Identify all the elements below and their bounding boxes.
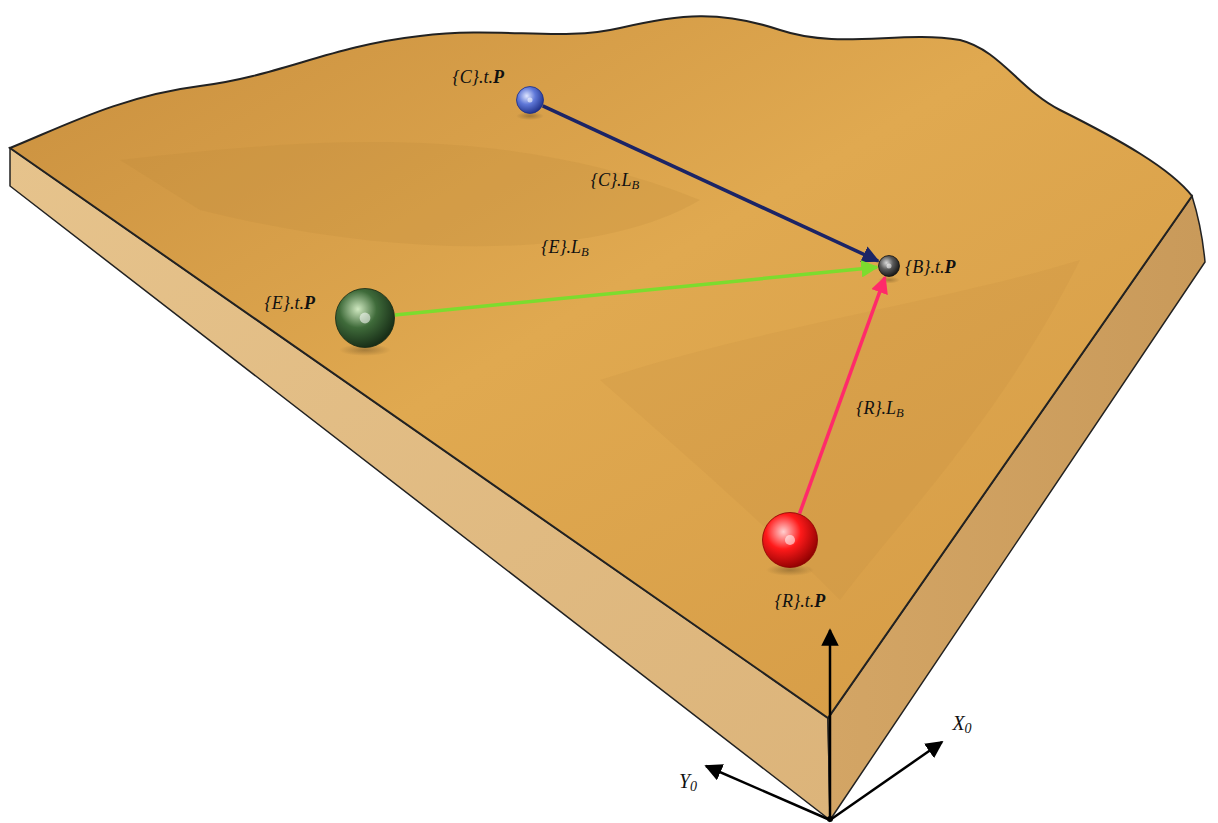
sphere-node: {R}.t.P [762,512,818,568]
position-label: {E}.t.P [265,294,315,314]
vector-arrow [395,267,877,315]
terrain-shading [120,142,700,246]
sphere-center-dot [527,97,532,102]
sphere-body [879,256,900,277]
vector-label: {C}.LB [591,171,640,193]
terrain-shading [600,260,1080,600]
vector-arrow [543,106,878,261]
axis-z [829,630,832,820]
sphere-node: {C}.t.P [516,86,544,114]
position-label: {R}.t.P [775,592,825,612]
position-label: {C}.t.P [453,68,504,88]
sphere-body [517,87,544,114]
axis-origin [827,816,833,822]
sphere-center-dot [785,535,795,545]
sphere-node: {B}.t.P [878,255,900,277]
vector-arrow [800,277,885,513]
sphere [335,288,395,348]
position-label: {B}.t.P [905,258,955,278]
sphere-body [336,289,395,348]
sphere-center-dot [887,264,892,269]
axis-x [830,742,942,820]
sphere-node: {E}.t.P [335,288,395,348]
axis-label: X0 [952,712,971,737]
sphere [762,512,818,568]
axis-label: Y0 [679,770,697,795]
sphere-center-dot [360,313,371,324]
vector-label: {R}.LB [856,399,904,421]
sphere [878,255,900,277]
slab-top-surface [10,16,1192,718]
sphere [516,86,544,114]
sphere-body [763,513,818,568]
axis-y [706,766,830,820]
vector-label: {E}.LB [541,238,589,260]
